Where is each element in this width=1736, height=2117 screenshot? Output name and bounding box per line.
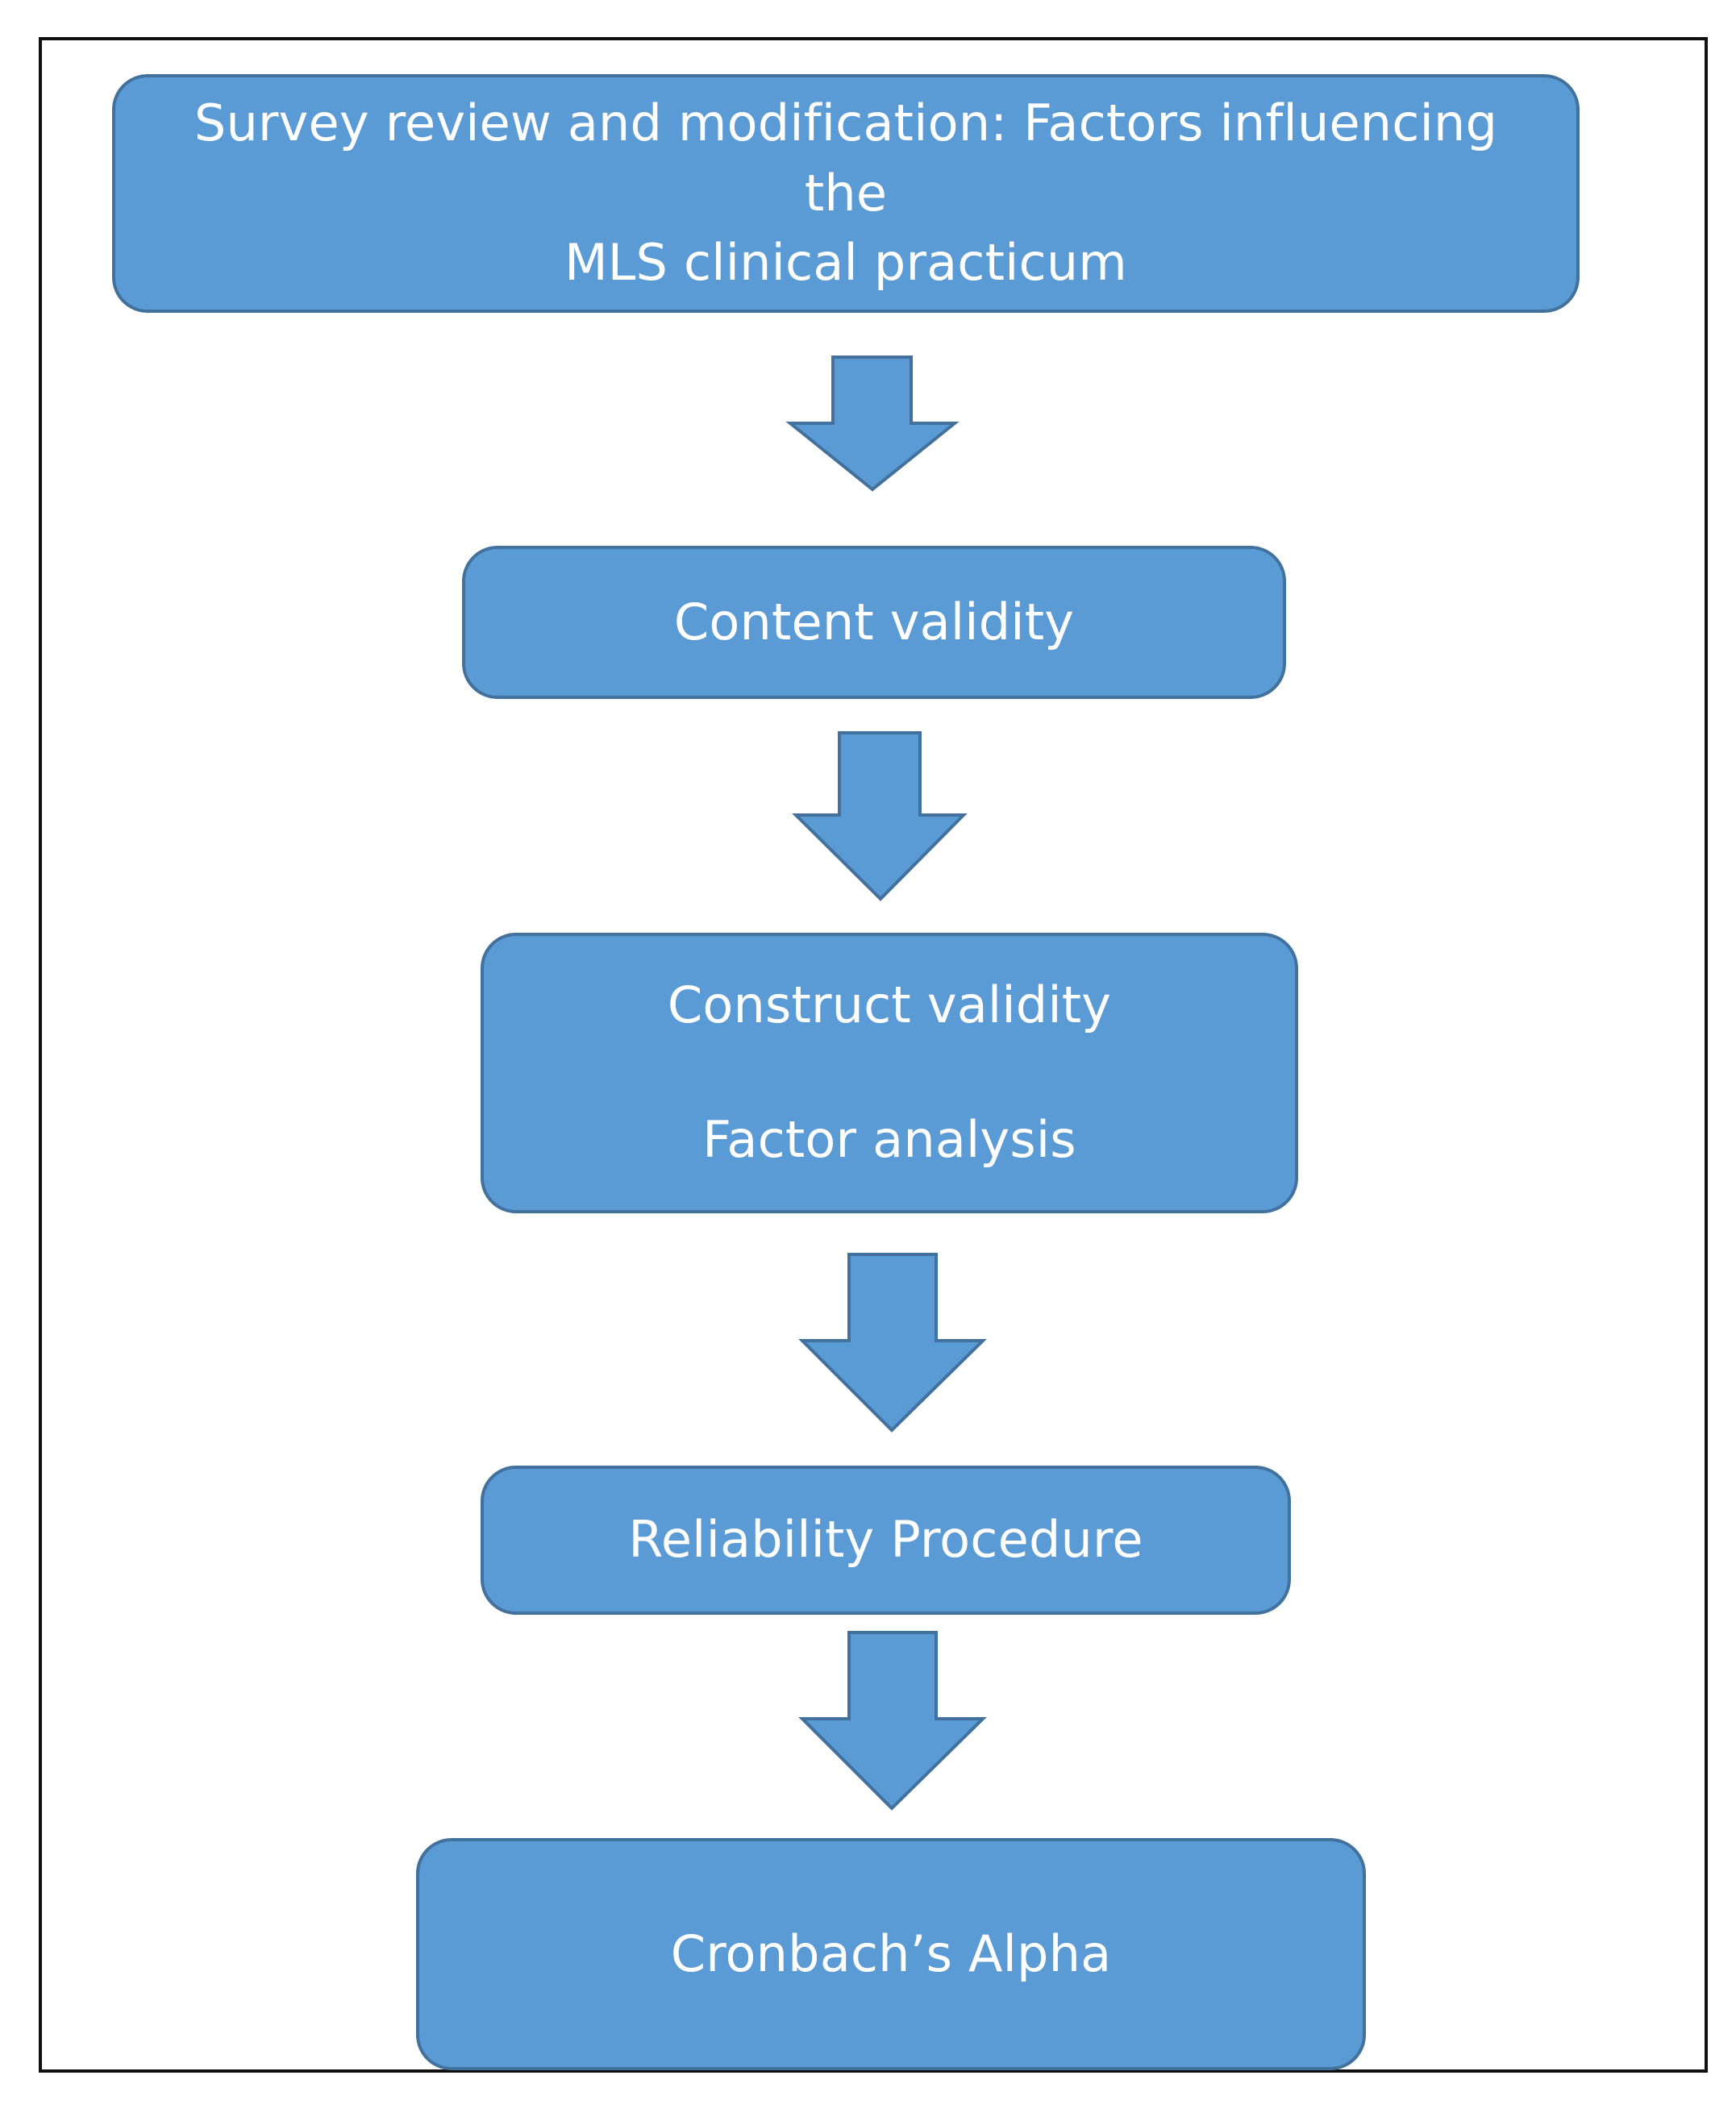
step-reliability-procedure: Reliability Procedure	[481, 1466, 1291, 1615]
step-survey-review-line-1: Survey review and modification: Factors …	[194, 93, 1498, 223]
step-survey-review-line-2: MLS clinical practicum	[564, 233, 1127, 293]
arrow-down-icon	[792, 731, 968, 901]
step-content-validity: Content validity	[462, 546, 1286, 699]
step-construct-validity-label: Construct validity	[667, 975, 1112, 1035]
step-survey-review: Survey review and modification: Factors …	[112, 74, 1580, 313]
step-content-validity-label: Content validity	[673, 592, 1075, 651]
figure-frame	[39, 37, 1708, 2073]
step-cronbachs-alpha-label: Cronbach’s Alpha	[670, 1924, 1112, 1983]
step-construct-validity: Construct validity Factor analysis	[481, 933, 1298, 1213]
step-cronbachs-alpha: Cronbach’s Alpha	[416, 1838, 1366, 2070]
arrow-down-icon	[798, 1253, 987, 1433]
step-factor-analysis-label: Factor analysis	[702, 1110, 1076, 1169]
arrow-down-icon	[785, 356, 960, 492]
step-reliability-procedure-label: Reliability Procedure	[628, 1510, 1143, 1570]
arrow-down-icon	[798, 1631, 987, 1811]
